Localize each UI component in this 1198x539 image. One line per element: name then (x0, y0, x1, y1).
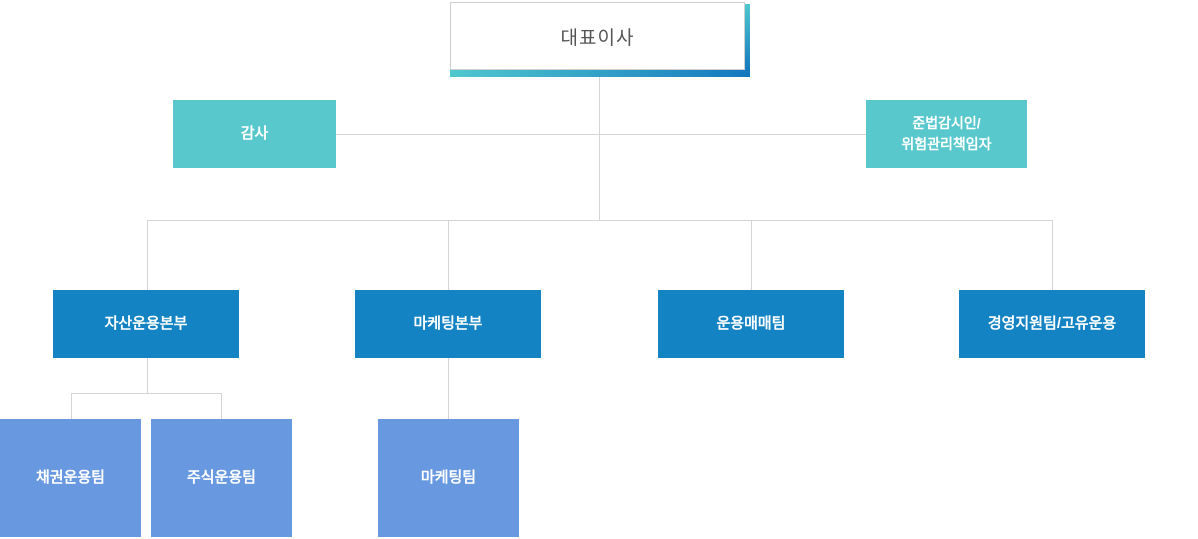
connector-teams-horizontal (71, 393, 222, 394)
org-node-marketing-division: 마케팅본부 (355, 290, 541, 358)
org-node-marketing-team: 마케팅팀 (378, 419, 519, 537)
equity-team-label: 주식운용팀 (186, 468, 256, 486)
connector-drop-trading (751, 221, 752, 290)
org-node-equity-team: 주식운용팀 (151, 419, 292, 537)
org-node-management-support: 경영지원팀/고유운용 (959, 290, 1145, 358)
connector-marketing-vertical (448, 358, 449, 419)
connector-drop-asset (147, 221, 148, 290)
connector-divisions-horizontal (147, 220, 1053, 221)
connector-ceo-vertical (599, 77, 600, 220)
marketing-team-label: 마케팅팀 (420, 468, 477, 486)
marketing-division-label: 마케팅본부 (413, 314, 483, 332)
ceo-box: 대표이사 (450, 2, 745, 70)
ceo-gradient-bar-bottom (450, 70, 750, 77)
org-node-compliance: 준법감시인/ 위험관리책임자 (866, 100, 1027, 168)
compliance-label: 준법감시인/ 위험관리책임자 (901, 115, 992, 152)
ceo-label: 대표이사 (560, 27, 635, 49)
org-node-bond-team: 채권운용팀 (0, 419, 141, 537)
connector-drop-equity (221, 394, 222, 419)
ceo-gradient-bar-right (745, 4, 750, 72)
connector-drop-marketing (448, 221, 449, 290)
connector-drop-support (1052, 221, 1053, 290)
management-support-label: 경영지원팀/고유운용 (987, 314, 1117, 332)
org-node-trading-team: 운용매매팀 (658, 290, 844, 358)
org-node-asset-management-division: 자산운용본부 (53, 290, 239, 358)
asset-division-label: 자산운용본부 (104, 314, 188, 332)
org-node-audit: 감사 (173, 100, 336, 168)
connector-staff-horizontal (336, 134, 866, 135)
connector-asset-vertical (147, 358, 148, 393)
org-node-ceo: 대표이사 (450, 2, 750, 77)
bond-team-label: 채권운용팀 (35, 468, 105, 486)
connector-drop-bonds (71, 394, 72, 419)
audit-label: 감사 (240, 124, 269, 142)
trading-team-label: 운용매매팀 (716, 314, 786, 332)
